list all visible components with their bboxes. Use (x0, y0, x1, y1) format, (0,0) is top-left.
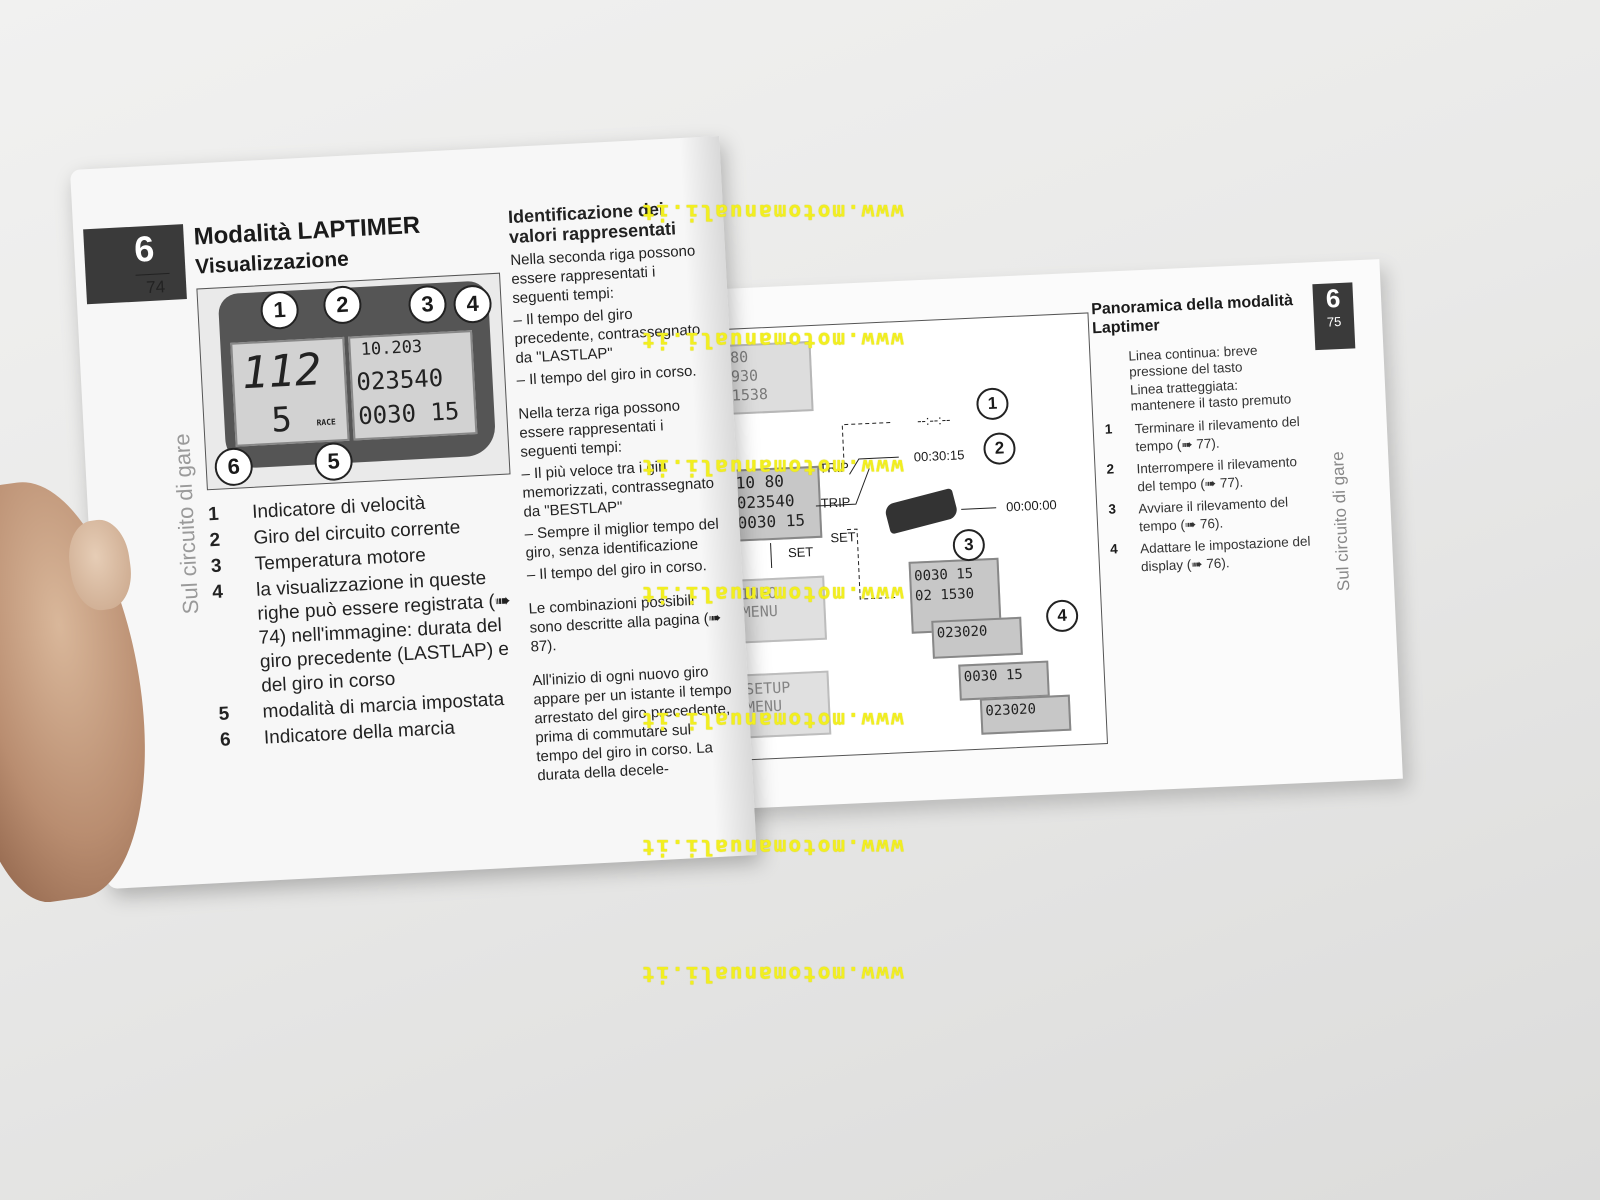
right-chapter-tab: 6 75 (1312, 282, 1356, 351)
output-start: 00:00:00 (1005, 497, 1058, 515)
lastlap-readout: 023540 (355, 363, 444, 397)
left-page-number: 74 (145, 277, 166, 298)
watermark: www.motomanuali.it (640, 708, 904, 732)
mode-readout: RACE (316, 417, 337, 428)
watermark: www.motomanuali.it (640, 200, 904, 224)
dashboard-lap-panel: 10.203 023540 0030 15 (348, 330, 478, 441)
diagram-arrows (770, 421, 997, 600)
speed-readout: 112 (240, 344, 323, 400)
note-solid-line: Linea continua: breve pressione del tast… (1128, 342, 1258, 380)
right-page-title: Panoramica della modalità Laptimer (1090, 292, 1294, 338)
left-chapter-number: 6 (133, 227, 156, 270)
note-dashed-line: Linea tratteggiata: mantenere il tasto p… (1129, 377, 1292, 414)
watermark: www.motomanuali.it (640, 835, 904, 859)
right-side-label: Sul circuito di gare (1327, 450, 1354, 592)
output-pause: 00:30:15 (913, 447, 965, 465)
watermark: www.motomanuali.it (640, 962, 904, 986)
left-page-subtitle: Visualizzazione (194, 247, 350, 279)
current-lap-readout: 0030 15 (357, 396, 461, 431)
gear-readout: 5 (270, 399, 293, 441)
left-side-label: Sul circuito di gare (168, 432, 204, 615)
left-page: 6 74 Modalità LAPTIMER Visualizzazione S… (70, 135, 757, 890)
bullet: – Sempre il miglior tempo del giro, senz… (524, 515, 720, 562)
dashboard-speed-panel: 112 5 RACE (230, 336, 350, 447)
stack-screen-2: 023020 (931, 616, 1023, 659)
paragraph: Nella terza riga possono essere rapprese… (517, 397, 681, 461)
stack-screen-4: 023020 (979, 694, 1072, 735)
stack-screen-3: 0030 15 (958, 660, 1050, 701)
dashboard-illustration: 112 5 RACE 10.203 023540 0030 15 1 2 3 4… (196, 272, 511, 491)
paragraph: Nella seconda riga possono essere rappre… (509, 242, 696, 308)
lap-readout: 10.203 (360, 336, 423, 361)
output-end: --:--:-- (916, 411, 951, 429)
watermark: www.motomanuali.it (640, 582, 904, 606)
watermark: www.motomanuali.it (640, 455, 904, 479)
left-page-title: Modalità LAPTIMER (192, 211, 421, 251)
watermark: www.motomanuali.it (640, 328, 904, 352)
